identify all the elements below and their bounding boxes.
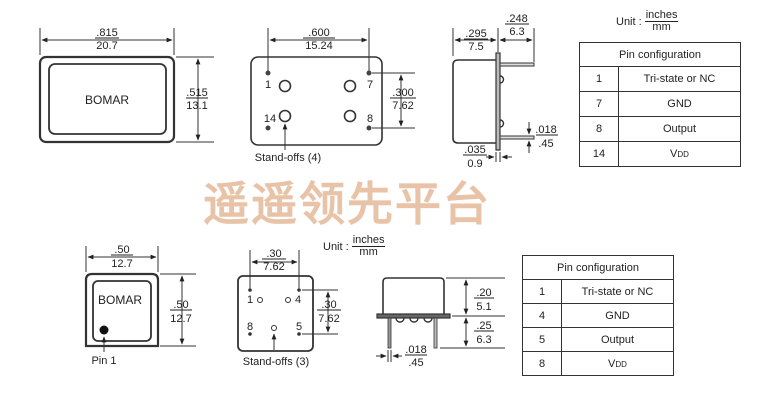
unit-mm: mm (652, 21, 671, 33)
pin-number: 7 (579, 91, 619, 117)
bottom-width-inches: .50 (114, 244, 129, 256)
top-package-brand-label: BOMAR (85, 93, 129, 107)
pin-number: 1 (579, 66, 619, 92)
bottom-body-height-mm: 5.1 (476, 301, 491, 313)
bottom-side-view (376, 277, 505, 362)
top-width-mm: 20.7 (96, 40, 117, 52)
bottom-pin-spacing-y-mm: 7.62 (318, 313, 339, 325)
unit-fraction: inches mm (351, 234, 386, 258)
bottom-pin-label-5: 5 (296, 321, 302, 333)
table-row: 1 Tri-state or NC (522, 279, 674, 304)
bottom-front-view (84, 246, 196, 352)
unit-fraction: inches mm (644, 9, 679, 33)
pin-function: Output (561, 327, 674, 352)
top-pin-spacing-x-inches: .600 (308, 27, 329, 39)
unit-inches: inches (351, 234, 386, 247)
bottom-pin-spacing-x-inches: .30 (266, 248, 281, 260)
pin-number: 5 (522, 327, 562, 352)
bottom-unit-label: Unit : inches mm (323, 234, 386, 258)
bottom-height-mm: 12.7 (170, 313, 191, 325)
top-width-inches: .815 (96, 27, 117, 39)
top-standoffs-label: Stand-offs (4) (255, 152, 321, 164)
unit-prefix: Unit : (323, 240, 349, 253)
bottom-pin-label-4: 4 (295, 294, 301, 306)
pin-function: Tri-state or NC (561, 279, 674, 304)
top-lead-dia-mm: .45 (538, 138, 553, 150)
top-pin-spacing-y-inches: .300 (392, 87, 413, 99)
top-height-inches: .515 (186, 87, 207, 99)
bottom-pin-label-1: 1 (247, 294, 253, 306)
top-pin-label-7: 7 (367, 79, 373, 91)
top-height-mm: 13.1 (186, 100, 207, 112)
table-row: 7 GND (579, 91, 741, 117)
bottom-lead-length-inches: .25 (476, 320, 491, 332)
table-title: Pin configuration (522, 255, 674, 280)
top-bottom-view (250, 28, 415, 150)
bottom-height-inches: .50 (173, 299, 188, 311)
table-row: 5 Output (522, 327, 674, 352)
bottom-bottom-view (237, 250, 338, 352)
vdd-subscript: DD (615, 359, 627, 369)
top-pin-label-14: 14 (264, 113, 276, 125)
pin-number: 1 (522, 279, 562, 304)
unit-mm: mm (359, 246, 378, 258)
top-body-depth-inches: .295 (465, 28, 486, 40)
top-unit-label: Unit : inches mm (616, 9, 679, 33)
top-side-view (452, 28, 535, 162)
top-lead-length-mm: 6.3 (509, 26, 524, 38)
top-flange-inches: .035 (464, 144, 485, 156)
bottom-pin-spacing-x-mm: 7.62 (263, 261, 284, 273)
vdd-subscript: DD (677, 150, 689, 159)
pin-function: Tri-state or NC (618, 66, 741, 92)
top-flange-mm: 0.9 (467, 158, 482, 170)
bottom-pin-spacing-y-inches: .30 (321, 299, 336, 311)
table-row: 8 VDD (522, 351, 674, 376)
vdd-main: V (608, 357, 616, 370)
pin-number: 14 (579, 141, 619, 167)
pin-number: 8 (579, 116, 619, 142)
top-pin-configuration-table: Pin configuration 1 Tri-state or NC 7 GN… (579, 42, 741, 167)
pin-function: VDD (561, 351, 674, 376)
table-title: Pin configuration (579, 42, 741, 67)
table-row: 14 VDD (579, 141, 741, 167)
bottom-lead-dia-inches: .018 (405, 344, 426, 356)
top-lead-dia-inches: .018 (535, 124, 556, 136)
pin1-label: Pin 1 (91, 355, 116, 367)
pin-function: VDD (618, 141, 741, 167)
bottom-lead-length-mm: 6.3 (476, 334, 491, 346)
table-row: 8 Output (579, 116, 741, 142)
bottom-pin-label-8: 8 (247, 321, 253, 333)
vdd-main: V (670, 148, 678, 160)
bottom-standoffs-label: Stand-offs (3) (243, 356, 309, 368)
pin-function: GND (618, 91, 741, 117)
bottom-width-mm: 12.7 (111, 258, 132, 270)
pin-function: Output (618, 116, 741, 142)
unit-inches: inches (644, 9, 679, 22)
watermark-text: 遥遥领先平台 (203, 177, 491, 231)
top-pin-spacing-y-mm: 7.62 (392, 100, 413, 112)
top-pin-spacing-x-mm: 15.24 (305, 40, 333, 52)
top-lead-length-inches: .248 (506, 13, 527, 25)
pin-function: GND (561, 303, 674, 328)
top-front-view (38, 28, 214, 144)
table-row: 1 Tri-state or NC (579, 66, 741, 92)
top-body-depth-mm: 7.5 (468, 41, 483, 53)
bottom-body-height-inches: .20 (476, 287, 491, 299)
top-pin-label-1: 1 (265, 79, 271, 91)
bottom-lead-dia-mm: .45 (408, 357, 423, 369)
pin-number: 4 (522, 303, 562, 328)
unit-prefix: Unit : (616, 15, 642, 28)
bottom-package-brand-label: BOMAR (98, 293, 142, 307)
bottom-pin-configuration-table: Pin configuration 1 Tri-state or NC 4 GN… (522, 255, 674, 376)
table-row: 4 GND (522, 303, 674, 328)
pin-number: 8 (522, 351, 562, 376)
top-pin-label-8: 8 (367, 113, 373, 125)
